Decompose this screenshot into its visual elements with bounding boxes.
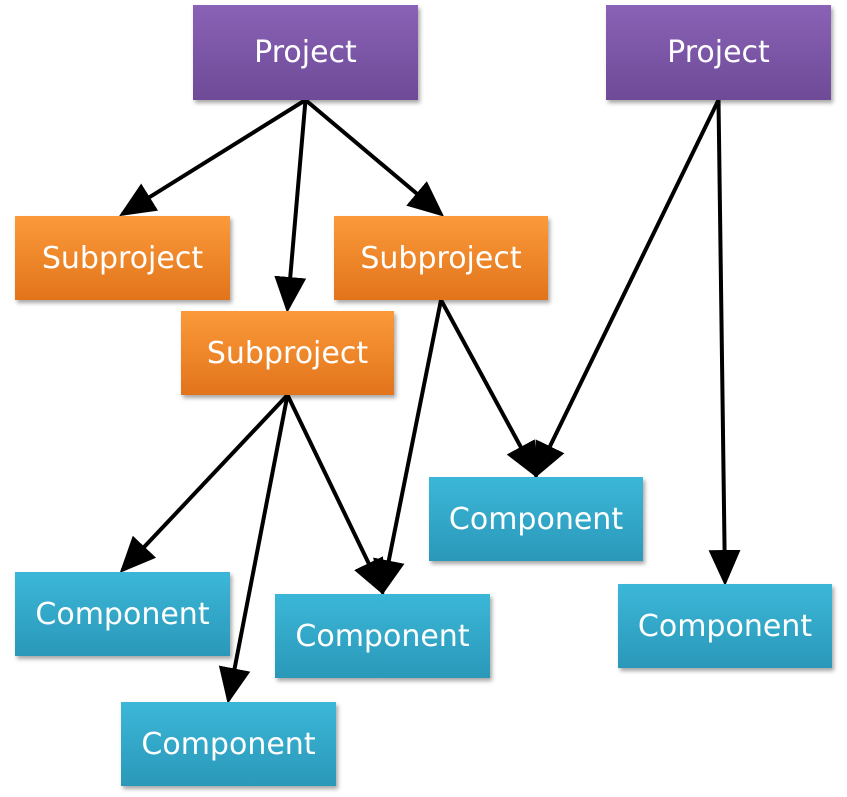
- subproject-node-1: Subproject: [15, 216, 230, 300]
- subproject-node-3: Subproject: [181, 311, 394, 395]
- component-node-1: Component: [15, 572, 230, 656]
- component-node-4: Component: [618, 584, 832, 668]
- arrow-subproject-2-to-component-2: [373, 299, 443, 596]
- project-node-1: Project: [193, 5, 418, 100]
- arrow-project-2-to-component-3: [534, 99, 721, 479]
- component-node-2: Component: [275, 594, 490, 678]
- arrow-subproject-3-to-component-5: [218, 394, 290, 704]
- arrow-subproject-3-to-component-2: [285, 394, 385, 596]
- component-node-3: Component: [429, 477, 643, 561]
- project-node-2: Project: [606, 5, 831, 100]
- component-node-5: Component: [121, 702, 336, 786]
- arrow-project-2-to-component-4: [708, 99, 741, 586]
- subproject-node-2: Subproject: [334, 216, 548, 300]
- arrow-project-1-to-subproject-2: [304, 98, 445, 217]
- arrow-project-1-to-subproject-3: [274, 99, 308, 313]
- arrow-subproject-3-to-component-1: [119, 393, 289, 573]
- arrow-subproject-2-to-component-3: [439, 299, 538, 479]
- arrow-project-1-to-subproject-1: [119, 98, 307, 217]
